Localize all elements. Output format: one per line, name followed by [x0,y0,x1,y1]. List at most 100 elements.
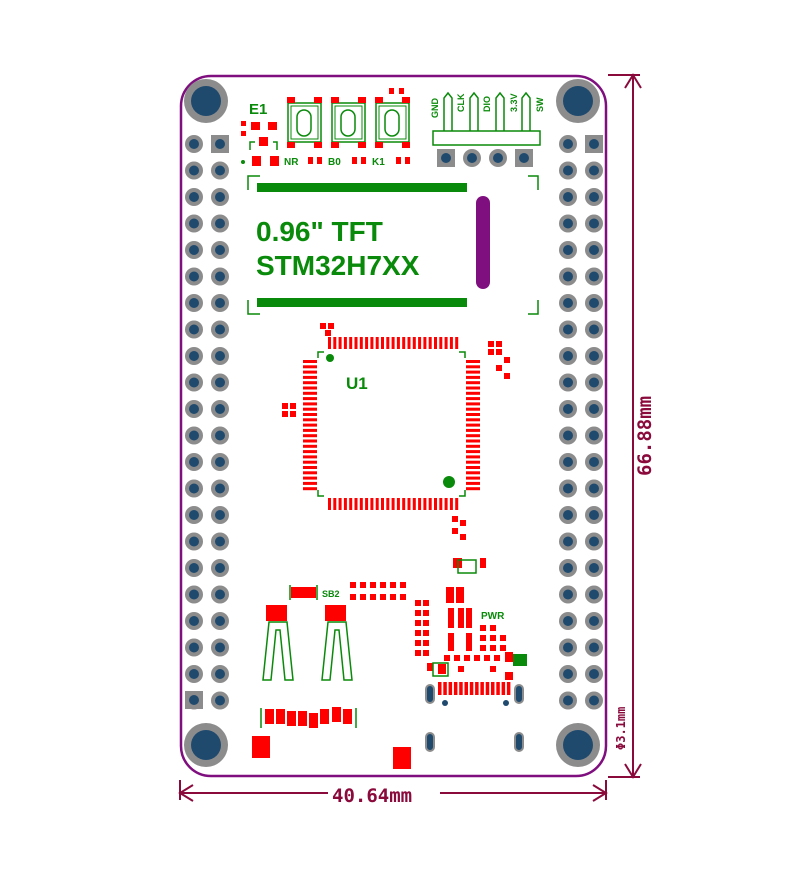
header-pin-drill [589,430,599,441]
u1-pin-left [303,407,317,411]
component-pad [466,608,472,628]
header-pin-drill [563,536,573,547]
header-pin-drill [189,642,199,653]
header-pin-drill [563,324,573,335]
header-pin-drill [189,324,199,335]
header-pin-drill [189,510,199,520]
u1-pin-top [439,337,443,349]
antenna-pad [252,156,261,166]
header-pin-drill [189,298,199,308]
button-actuator [384,109,400,137]
header-pin-drill [215,430,225,441]
smd-pad [444,655,450,661]
button-actuator [296,109,312,137]
board-outline [179,74,608,778]
smd-pad [360,582,366,588]
header-pin-drill [215,669,225,679]
smd-pad [490,625,496,631]
u1-pin-left [303,402,317,406]
u1-pin-left [303,370,317,374]
u1-pin-left [303,391,317,395]
dimension-height-label: 66.88mm [634,396,656,476]
smd-pad [360,594,366,600]
button-actuator [340,109,356,137]
swd-label-gnd: GND [430,98,440,119]
header-pin-drill [563,589,573,600]
smd-pad [325,330,331,336]
button-pad [331,97,339,103]
button-pad [402,142,410,148]
pwr-label: PWR [481,611,505,622]
button-pad [314,142,322,148]
usb-pin [501,682,506,695]
resistor-pad [361,157,366,164]
u1-pin-bottom [328,498,331,510]
header-pin-drill [215,218,225,229]
component-pad [466,633,472,651]
smd-pad [484,655,490,661]
header-pin-drill [589,589,599,600]
smd-pad [389,88,394,94]
u1-pin-bottom [333,498,337,510]
component-pad [505,672,513,680]
component-pad [448,608,454,628]
header-pin-drill [589,377,599,388]
header-pin-drill [467,153,477,163]
u1-pin-top [328,337,331,349]
u1-pin-top [396,337,400,349]
component-pad [505,652,513,662]
u1-pin-top [343,337,347,349]
u1-pin-left [303,455,317,459]
header-pin-drill [563,218,573,229]
u1-pin-bottom [455,498,459,510]
header-pin-drill [215,642,225,653]
usb-pin [443,682,447,695]
header-pin-drill [589,192,599,202]
button-pad [358,97,366,103]
antenna-pad [241,131,246,136]
header-pin-drill [215,695,225,706]
button-pad [402,97,410,103]
header-pin-drill [589,536,599,547]
mounting-hole-drill [191,730,221,760]
u1-pin-left [303,418,317,422]
u1-pin-right [466,455,480,459]
header-pin-drill [189,430,199,441]
header-pin-drill [189,192,199,202]
u1-pin-top [381,337,384,349]
smd-pad [454,655,460,661]
smd-pad [496,365,502,371]
u1-pin-top [449,337,453,349]
smd-pad [415,630,421,636]
header-pin-drill [215,298,225,308]
connector-pad [265,709,274,724]
connector-pad [287,711,296,726]
u1-pin-left [303,487,317,491]
smd-pad [480,635,486,641]
u1-pin-left [303,375,317,379]
u1-pin-left [303,439,317,443]
dimension-hole-label: Φ3.1mm [614,707,628,750]
u1-pin-bottom [349,498,353,510]
component-pad [448,633,454,651]
header-pin-drill [215,563,225,573]
header-pin-drill [589,218,599,229]
header-pin-drill [563,457,573,467]
header-pin-drill [189,377,199,388]
header-pin-drill [519,153,529,163]
u1-pin-bottom [423,498,427,510]
smd-pad [370,582,376,588]
header-pin-drill [215,271,225,282]
u1-pin-top [338,337,342,349]
u1-pin-left [303,413,317,416]
antenna-label: E1 [249,101,267,118]
resistor-pad [405,157,410,164]
header-pin-drill [215,192,225,202]
display-label-1: 0.96" TFT [256,216,383,247]
smd-pad [415,640,421,646]
u1-pin-bottom [449,498,453,510]
connector-outline [260,708,357,728]
u1-pin-bottom [402,498,406,510]
button-pad [358,142,366,148]
smd-pad [490,645,496,651]
